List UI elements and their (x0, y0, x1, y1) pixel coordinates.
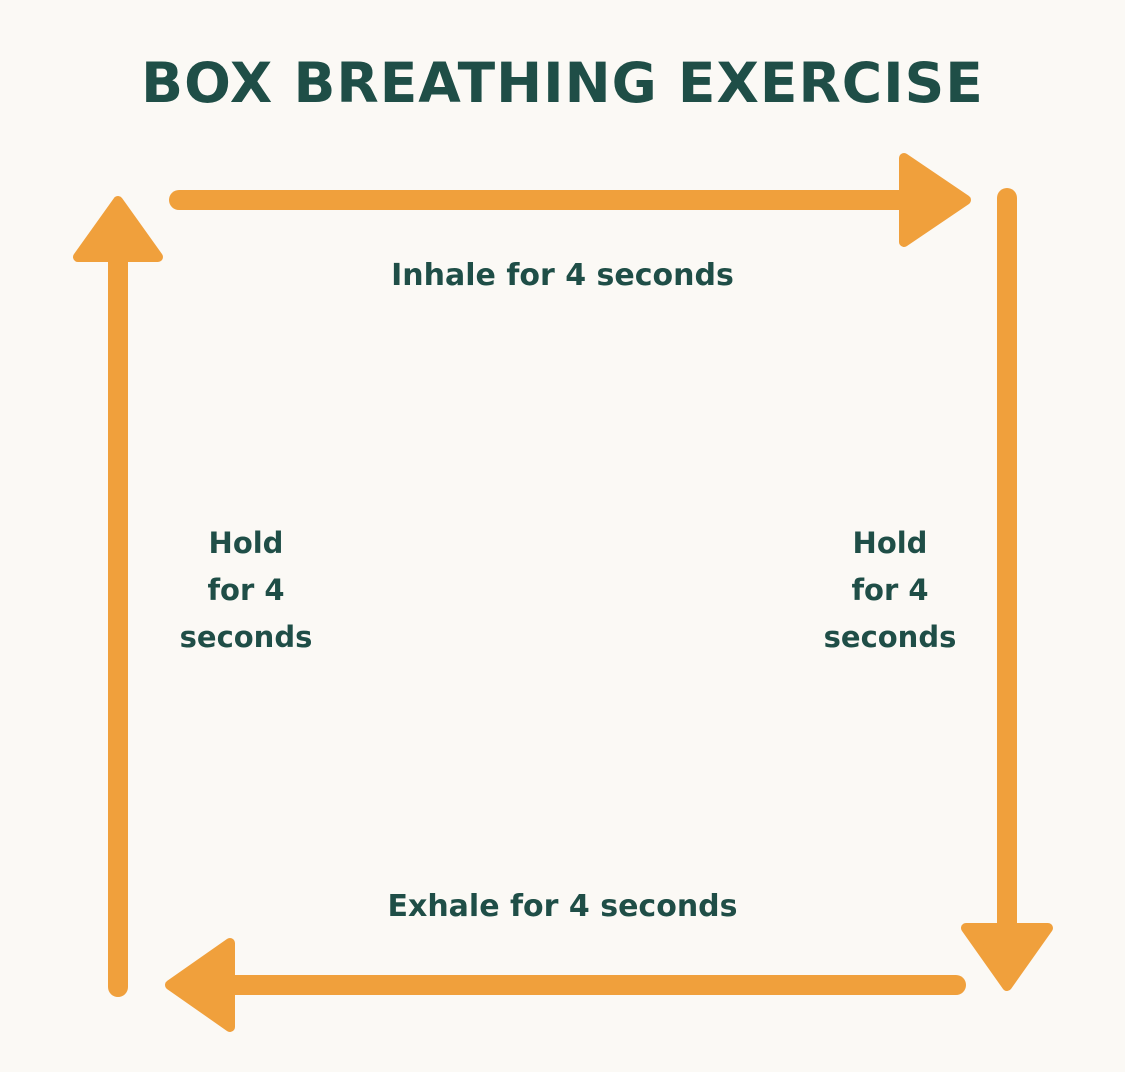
hold-right-line-1: Hold (852, 526, 928, 560)
hold-left-line-2: for 4 (207, 573, 285, 607)
hold-left-line-3: seconds (179, 620, 313, 654)
hold-right-line-2: for 4 (851, 573, 929, 607)
arrow-up-left (73, 196, 163, 997)
hold-label-left: Hold for 4 seconds (136, 520, 356, 661)
exhale-label: Exhale for 4 seconds (387, 889, 738, 924)
hold-left-line-1: Hold (208, 526, 284, 560)
arrow-right-top (169, 153, 971, 247)
hold-right-line-3: seconds (823, 620, 957, 654)
hold-label-right: Hold for 4 seconds (780, 520, 1000, 661)
inhale-label: Inhale for 4 seconds (391, 258, 734, 293)
arrow-left-bottom (165, 938, 966, 1032)
page-title: BOX BREATHING EXERCISE (141, 51, 984, 115)
arrow-down-right (961, 188, 1053, 991)
